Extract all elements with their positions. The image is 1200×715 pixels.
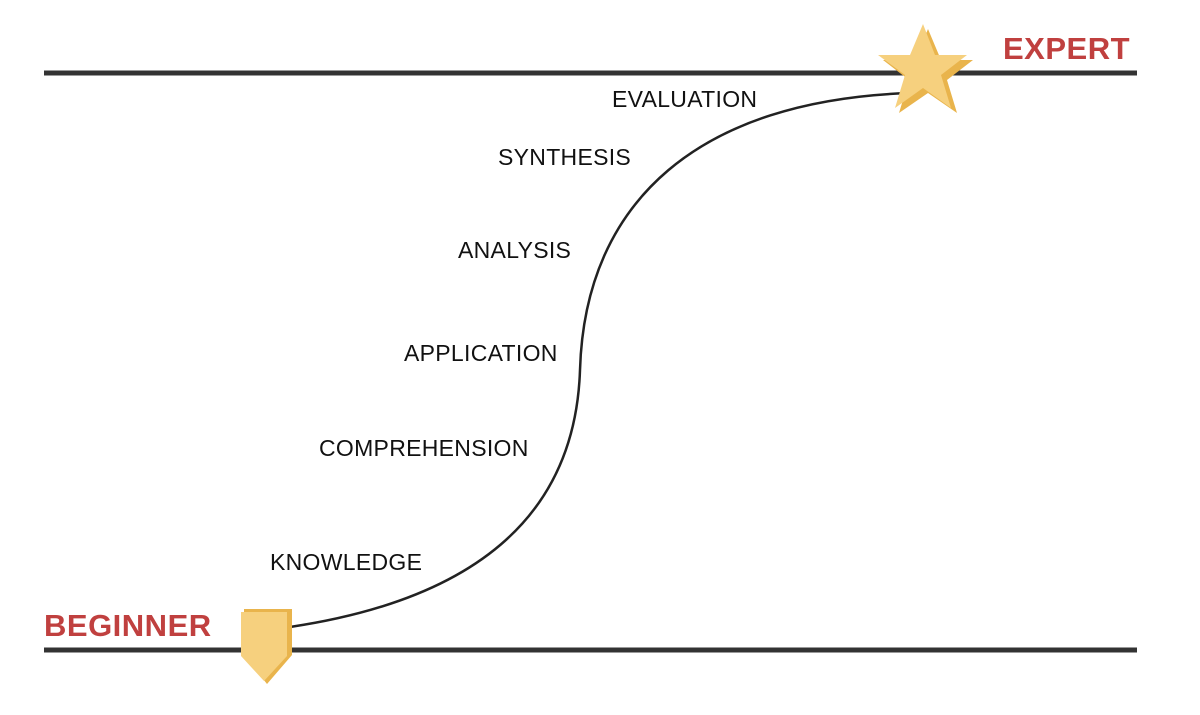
pentagon-arrow-icon xyxy=(241,609,292,684)
level-label-knowledge: KNOWLEDGE xyxy=(270,549,422,575)
level-label-synthesis: SYNTHESIS xyxy=(498,144,631,170)
expert-label: EXPERT xyxy=(1003,31,1130,66)
level-label-application: APPLICATION xyxy=(404,340,558,366)
beginner-label: BEGINNER xyxy=(44,608,212,643)
level-label-analysis: ANALYSIS xyxy=(458,237,571,263)
level-label-evaluation: EVALUATION xyxy=(612,86,757,112)
level-label-comprehension: COMPREHENSION xyxy=(319,435,529,461)
progression-curve xyxy=(289,91,911,629)
star-icon xyxy=(878,24,973,113)
